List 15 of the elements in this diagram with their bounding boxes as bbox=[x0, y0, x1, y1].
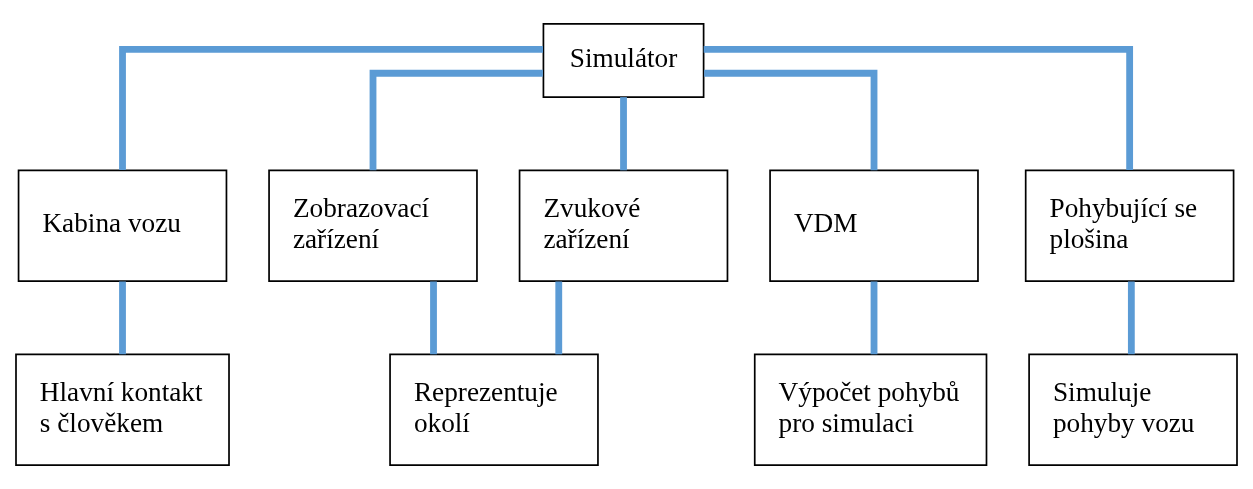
node-box: Simuluje pohyby vozu bbox=[1028, 353, 1238, 467]
node-box: Reprezentuje okolí bbox=[389, 353, 599, 467]
node-box: Výpočet pohybů pro simulaci bbox=[753, 353, 988, 467]
node-box: Zobrazovací zařízení bbox=[268, 169, 478, 282]
connector bbox=[1127, 281, 1135, 355]
connector bbox=[870, 281, 878, 355]
node-box: Kabina vozu bbox=[17, 169, 228, 282]
connector bbox=[555, 281, 563, 355]
node-box: VDM bbox=[769, 169, 979, 282]
node-box: Zvukové zařízení bbox=[518, 169, 729, 282]
connector bbox=[119, 281, 126, 355]
connector bbox=[430, 281, 437, 355]
node-box: Pohybující se plošina bbox=[1024, 169, 1235, 282]
node-box: Hlavní kontakt s člověkem bbox=[15, 353, 230, 467]
node-box: Simulátor bbox=[542, 22, 705, 98]
